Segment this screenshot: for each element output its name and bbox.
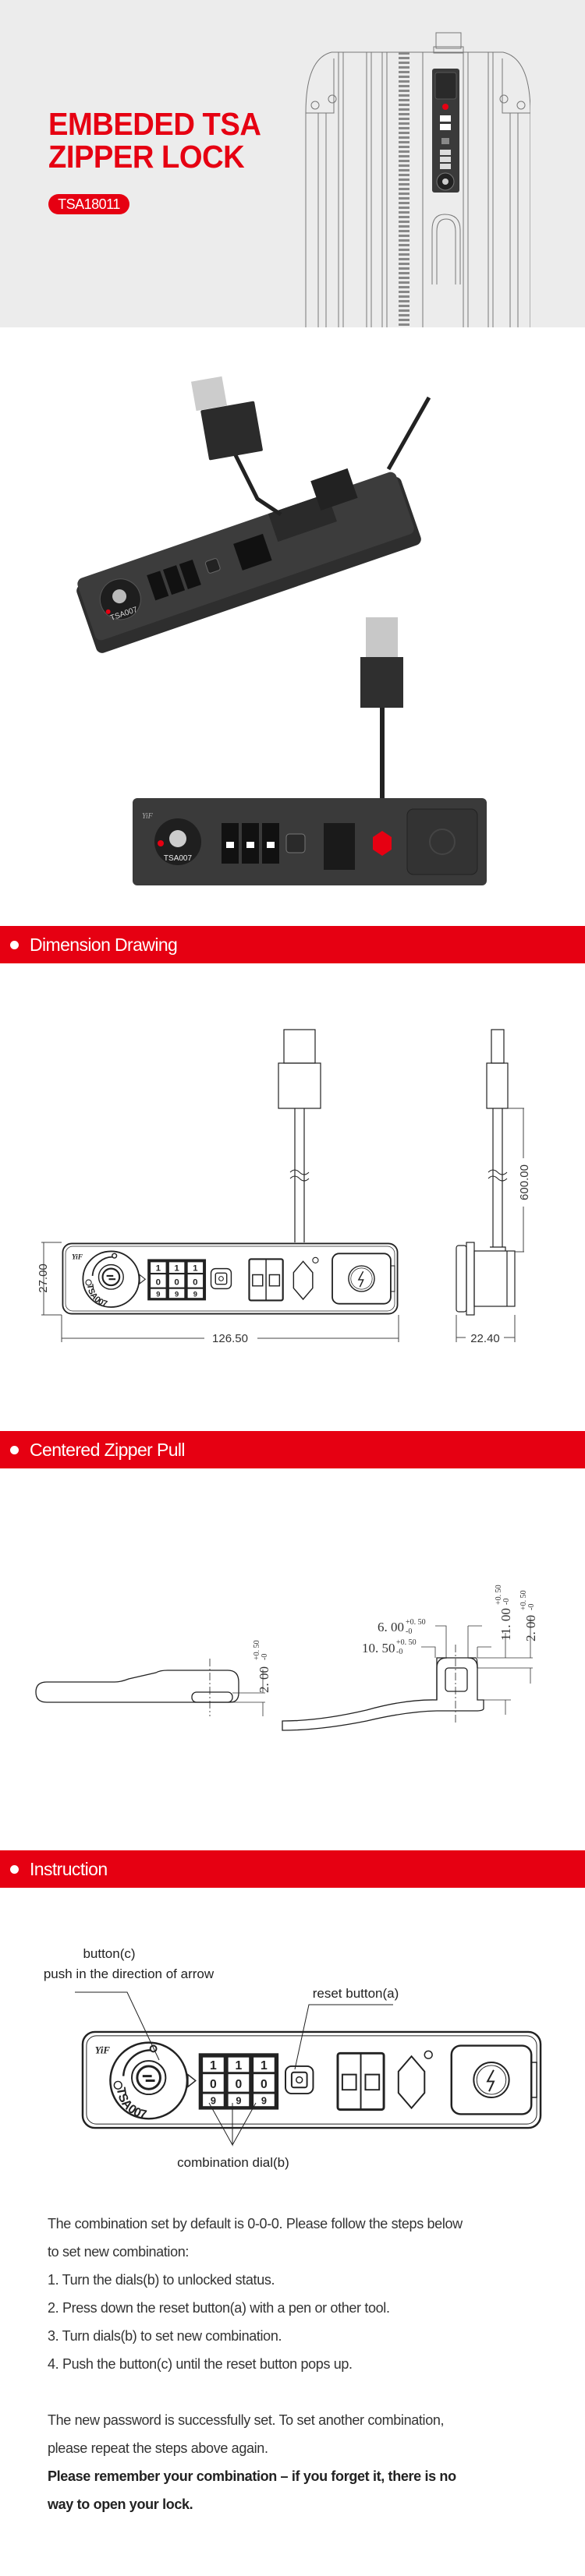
product-photos: TSA007 YiF TSA007 — [0, 327, 585, 926]
dim-cable: 600.00 — [518, 1164, 531, 1200]
instruction-diagram: button(c) push in the direction of arrow… — [44, 1946, 542, 2170]
zipper-dim-left: 2. 00 +0. 50 -0 — [253, 1640, 271, 1693]
hero-title: EMBEDED TSA ZIPPER LOCK — [48, 108, 288, 173]
callout-reset-a: reset button(a) — [313, 1986, 399, 2001]
warning-line: Please remember your combination – if yo… — [48, 2468, 456, 2484]
callout-dial-b: combination dial(b) — [177, 2155, 289, 2170]
zipper-dim-6: 6. 00 +0. 50 -0 — [378, 1618, 426, 1636]
zipper-pull-drawing: 2. 00 +0. 50 -0 6. 00 +0. 50 -0 10. 50 +… — [35, 1585, 538, 1731]
svg-text:+0. 50: +0. 50 — [495, 1585, 503, 1605]
intro-line: to set new combination: — [48, 2244, 190, 2260]
tsa-code-mark-front: TSA007 — [164, 854, 193, 863]
warning-line: way to open your lock. — [48, 2496, 193, 2512]
svg-text:+0. 50: +0. 50 — [396, 1638, 417, 1647]
intro-line: The combination set by default is 0-0-0.… — [48, 2216, 463, 2231]
callout-button-c: button(c) — [83, 1946, 135, 1961]
svg-text:2. 00: 2. 00 — [257, 1666, 271, 1693]
section-title: Instruction — [30, 1859, 108, 1879]
svg-text:-0: -0 — [527, 1604, 536, 1610]
model-badge: TSA18011 — [48, 194, 129, 214]
section-header-zipper-pull: Centered Zipper Pull — [0, 1431, 585, 1468]
step-item: 3. Turn dials(b) to set new combination. — [48, 2328, 282, 2344]
svg-text:-0: -0 — [396, 1648, 402, 1656]
hero-banner: EMBEDED TSA ZIPPER LOCK TSA18011 — [0, 0, 585, 327]
step-item: 4. Push the button(c) until the reset bu… — [48, 2356, 353, 2372]
zipper-dim-2-right: 2. 00 +0. 50 -0 — [519, 1590, 538, 1641]
svg-text:-0: -0 — [406, 1627, 412, 1636]
svg-text:+0. 50: +0. 50 — [406, 1618, 426, 1627]
bullet-icon — [10, 1446, 19, 1454]
product-render-angled: TSA007 YiF TSA007 — [76, 376, 487, 885]
svg-text:2. 00: 2. 00 — [523, 1615, 538, 1641]
svg-text:+0. 50: +0. 50 — [519, 1590, 528, 1610]
hero-title-line2: ZIPPER LOCK — [48, 139, 245, 175]
instruction-text: The combination set by default is 0-0-0.… — [48, 2210, 547, 2518]
svg-text:-0: -0 — [502, 1599, 511, 1605]
svg-text:11. 00: 11. 00 — [498, 1608, 513, 1641]
callout-button-c-hint: push in the direction of arrow — [44, 1966, 214, 1981]
outro-line: The new password is successfully set. To… — [48, 2412, 445, 2428]
dim-width: 126.50 — [212, 1332, 248, 1345]
step-item: 2. Press down the reset button(a) with a… — [48, 2300, 390, 2316]
section-title: Centered Zipper Pull — [30, 1440, 186, 1460]
zipper-dim-10-5: 10. 50 +0. 50 -0 — [362, 1638, 417, 1656]
dimension-drawing: TSA007 27.00 126.50 600.00 22.40 — [37, 1029, 531, 1345]
bullet-icon — [10, 1865, 19, 1874]
dim-depth: 22.40 — [470, 1332, 500, 1345]
section-title: Dimension Drawing — [30, 935, 178, 955]
section-header-dimension: Dimension Drawing — [0, 926, 585, 963]
suitcase-illustration — [305, 32, 530, 327]
step-item: 1. Turn the dials(b) to unlocked status. — [48, 2272, 275, 2288]
svg-text:-0: -0 — [261, 1654, 269, 1660]
brand-mark-front: YiF — [142, 812, 154, 821]
bullet-icon — [10, 941, 19, 949]
usb-plug-housing — [360, 657, 403, 708]
product-render-front — [133, 798, 487, 885]
usb-plug-metal — [366, 617, 398, 657]
svg-text:6. 00: 6. 00 — [378, 1620, 404, 1634]
svg-text:+0. 50: +0. 50 — [253, 1640, 261, 1660]
section-header-instruction: Instruction — [0, 1850, 585, 1888]
zipper-dim-11: 11. 00 +0. 50 -0 — [495, 1585, 513, 1641]
outro-line: please repeat the steps above again. — [48, 2440, 268, 2456]
svg-text:10. 50: 10. 50 — [362, 1641, 395, 1655]
dim-height: 27.00 — [37, 1263, 50, 1293]
hero-title-line1: EMBEDED TSA — [48, 106, 261, 142]
